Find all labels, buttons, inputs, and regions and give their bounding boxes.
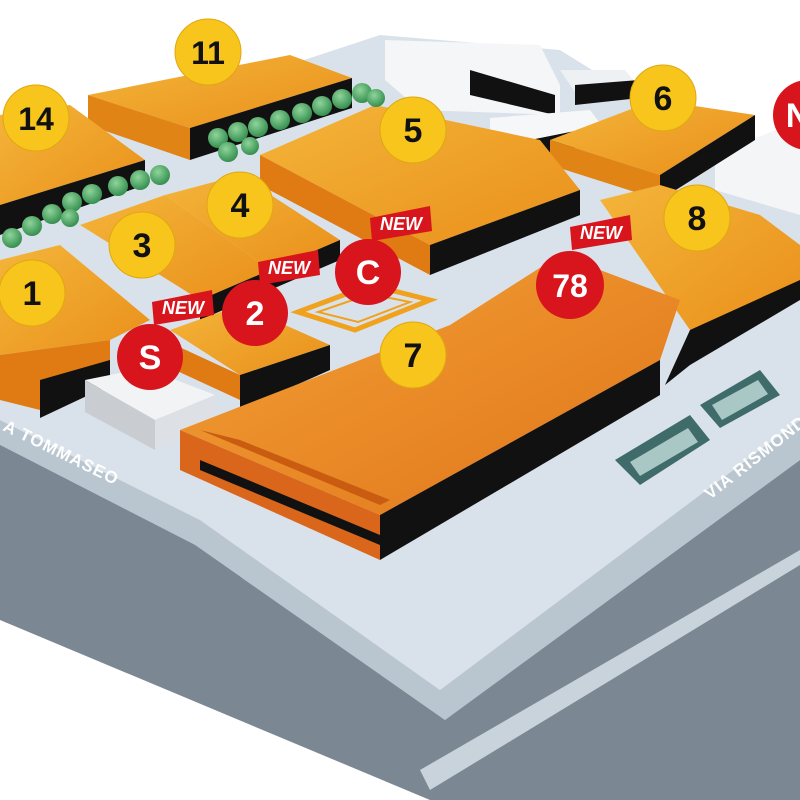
street-lower (0, 445, 800, 800)
hall-6-front (550, 140, 660, 200)
pin-n[interactable]: N (773, 80, 800, 150)
hall-2-side (240, 345, 330, 410)
pin-5[interactable]: 5 (379, 96, 447, 164)
ramp-1-inner (630, 428, 698, 476)
hall-8-roof (600, 185, 800, 330)
svg-text:3: 3 (133, 227, 152, 265)
hall-7-front-stripe (200, 460, 380, 545)
svg-text:7: 7 (404, 337, 423, 375)
svg-text:78: 78 (552, 268, 588, 304)
building-white-side (470, 70, 555, 115)
svg-text:4: 4 (231, 187, 250, 225)
pin-7[interactable]: 7 (379, 321, 447, 389)
hall-5-side (430, 190, 580, 275)
new-tag-c: NEW (370, 206, 432, 241)
svg-text:5: 5 (404, 112, 423, 150)
pin-2[interactable]: 2 (222, 280, 288, 346)
ramp-2-inner (712, 380, 768, 420)
hall-7-roof (180, 255, 680, 515)
building-white-right (715, 120, 800, 215)
svg-text:NEW: NEW (580, 223, 624, 243)
svg-text:C: C (356, 254, 381, 292)
hall-5-front (260, 155, 430, 275)
hall-2-front (175, 345, 240, 400)
svg-text:14: 14 (18, 101, 54, 137)
pin-8[interactable]: 8 (663, 184, 731, 252)
new-tag-s: NEW (152, 290, 214, 325)
pin-1[interactable]: 1 (0, 259, 66, 327)
pin-3[interactable]: 3 (108, 211, 176, 279)
hall-6-side (660, 115, 755, 200)
hall-s-front (85, 380, 155, 450)
hall-5-roof (260, 105, 580, 245)
svg-text:2: 2 (246, 295, 265, 333)
pin-s[interactable]: S (117, 324, 183, 390)
hall-7-ridge (200, 430, 390, 505)
tree-row-north (208, 83, 385, 162)
pin-14[interactable]: 14 (2, 84, 70, 152)
street-curb (420, 550, 800, 790)
svg-text:S: S (139, 339, 162, 377)
pin-4[interactable]: 4 (206, 171, 274, 239)
pin-11[interactable]: 11 (174, 18, 242, 86)
pin-c[interactable]: C (335, 239, 401, 305)
hall-s-side (155, 395, 215, 450)
svg-text:NEW: NEW (268, 258, 312, 278)
svg-text:N: N (786, 97, 800, 135)
new-tag-78: NEW (570, 215, 632, 250)
hall-s-roof (85, 368, 215, 420)
svg-text:11: 11 (191, 35, 225, 71)
hall-11-roof (88, 55, 352, 128)
svg-text:1: 1 (23, 275, 42, 313)
pin-78[interactable]: 78 (536, 251, 604, 319)
new-tag-2: NEW (258, 250, 320, 285)
hall-11-left (88, 95, 190, 160)
hall-1-shadow (40, 360, 110, 418)
building-white-small-side (575, 80, 640, 105)
svg-text:NEW: NEW (162, 298, 206, 318)
hall-1-front (0, 340, 110, 410)
svg-text:6: 6 (654, 80, 673, 118)
tree-row-west (2, 165, 170, 248)
hall-6-roof (550, 100, 755, 175)
hall-8-side (665, 280, 800, 385)
sidewalk (0, 420, 800, 720)
svg-text:NEW: NEW (380, 214, 424, 234)
svg-text:8: 8 (688, 200, 707, 238)
hall-7-side-dark (380, 360, 660, 560)
pin-6[interactable]: 6 (629, 64, 697, 132)
